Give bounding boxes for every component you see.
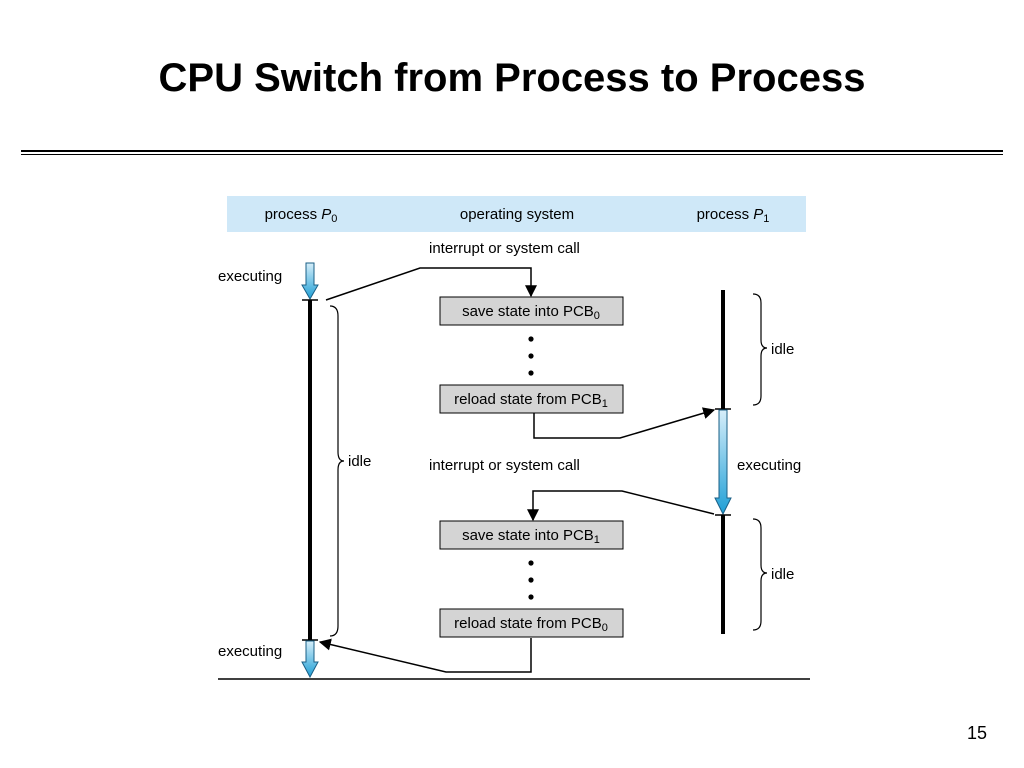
p1-idle-brace-top [752,293,768,406]
arrow-reload-pcb0-to-p0 [318,638,532,673]
header-process-p0: process P0 [265,206,338,225]
box-reload-state-pcb1 [439,384,624,414]
p1-executing-arrow [714,409,732,516]
title-divider-thick [21,150,1003,152]
title-divider-thin [21,154,1003,155]
ellipsis-dot [528,577,534,583]
arrow-p0-to-save-pcb0 [325,267,537,301]
arrow-p1-to-save-pcb1 [527,490,715,522]
header-operating-system: operating system [460,206,574,223]
p1-idle-brace-bottom [752,518,768,631]
box-reload-state-pcb0-text: reload state from PCB0 [454,615,608,634]
label-idle-p0: idle [348,453,371,470]
box-save-state-pcb1-text: save state into PCB1 [462,527,600,546]
ellipsis-dot [528,560,534,566]
ellipsis-dot [528,336,534,342]
p0-executing-arrow-bottom [301,640,319,679]
slide-title: CPU Switch from Process to Process [158,56,866,100]
label-executing-p1: executing [737,457,801,474]
arrow-reload-pcb1-to-p1 [533,407,716,439]
ellipsis-dot [528,370,534,376]
box-save-state-pcb0 [439,296,624,326]
ellipsis-dot [528,353,534,359]
label-executing-p0-top: executing [218,268,282,285]
p0-idle-brace [329,305,345,637]
ellipsis-dot [528,594,534,600]
box-save-state-pcb1 [439,520,624,550]
box-reload-state-pcb0 [439,608,624,638]
label-idle-p1-top: idle [771,341,794,358]
header-process-p1: process P1 [697,206,770,225]
page-number: 15 [966,723,987,743]
label-interrupt-1: interrupt or system call [429,240,580,257]
box-save-state-pcb0-text: save state into PCB0 [462,303,600,322]
box-reload-state-pcb1-text: reload state from PCB1 [454,391,608,410]
label-executing-p0-bottom: executing [218,643,282,660]
header-band [227,196,806,232]
label-interrupt-2: interrupt or system call [429,457,580,474]
p0-executing-arrow-top [301,262,319,301]
label-idle-p1-bottom: idle [771,566,794,583]
